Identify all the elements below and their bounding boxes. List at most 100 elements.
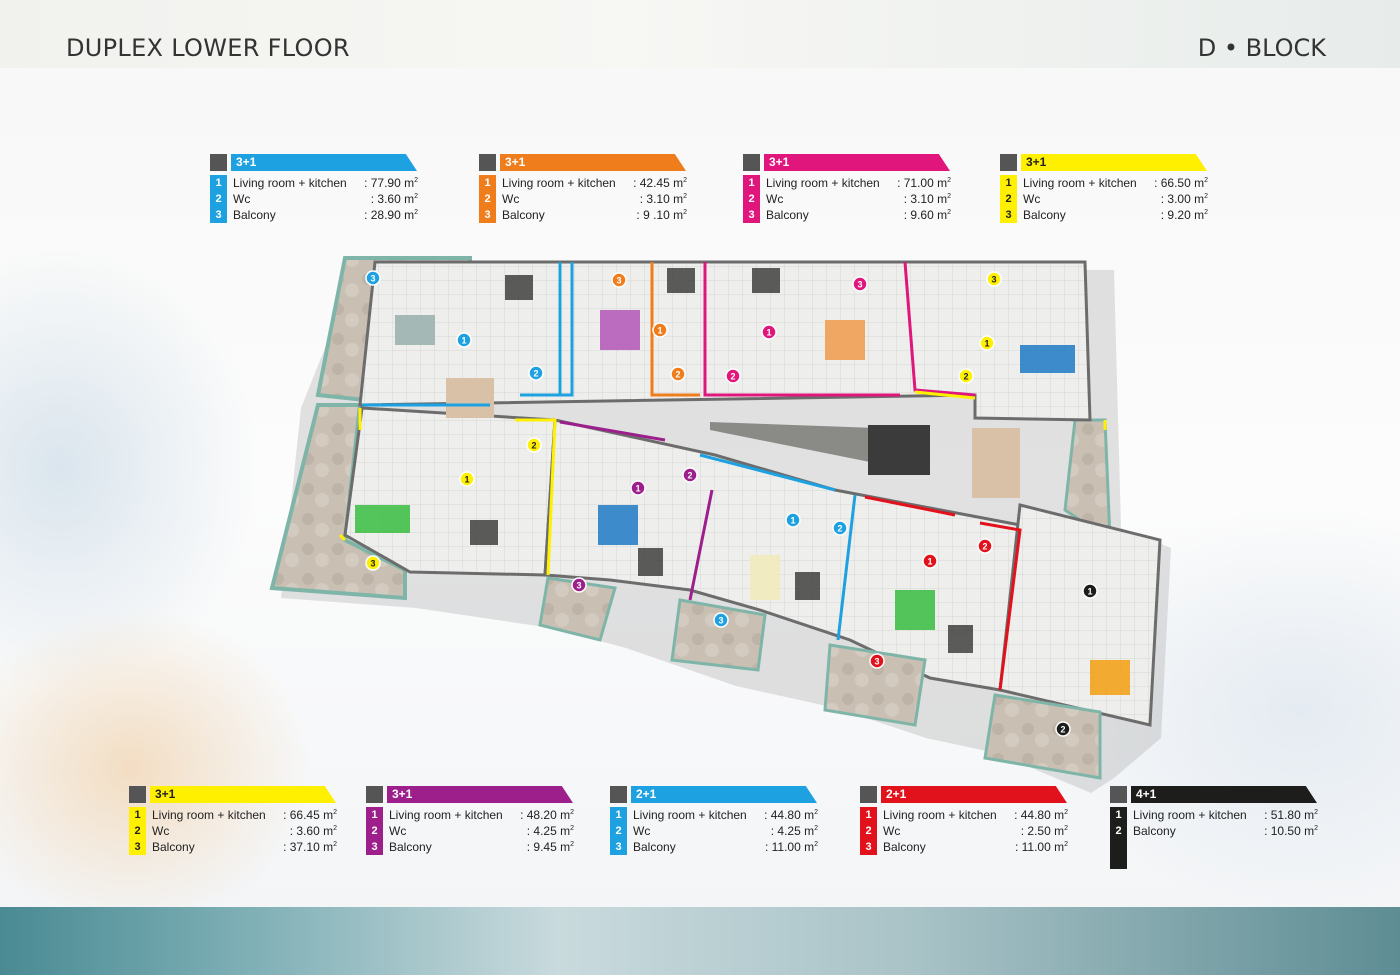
plan-marker-blue-3: 3 [365,270,381,286]
floor-left-unit [343,406,557,577]
plan-marker-label: 2 [531,441,536,451]
plan-marker-blue-1: 1 [456,332,472,348]
elevator-shaft [868,425,930,475]
legend-type: 3+1 [236,155,257,169]
legend-type: 3+1 [769,155,790,169]
plan-marker-label: 2 [963,372,968,382]
plan-marker-label: 1 [927,557,932,567]
plan-marker-purple-3: 3 [571,577,587,593]
furniture [355,268,1130,695]
plan-marker-label: 2 [982,542,987,552]
plan-marker-orange-2: 2 [670,366,686,382]
legend-swatch [210,154,227,171]
plan-marker-label: 1 [984,339,989,349]
plan-marker-label: 1 [766,328,771,338]
plan-marker-label: 3 [576,581,581,591]
plan-marker-label: 2 [533,369,538,379]
plan-marker-yellow-1: 1 [459,471,475,487]
plan-marker-blue-3: 3 [713,612,729,628]
plan-marker-label: 2 [687,471,692,481]
floor-right-unit [998,503,1162,727]
plan-marker-yellow-3: 3 [986,271,1002,287]
plan-marker-label: 3 [616,276,621,286]
plan-marker-label: 3 [874,657,879,667]
plan-marker-black-1: 1 [1082,583,1098,599]
plan-marker-blue-2: 2 [528,365,544,381]
legend-type: 3+1 [392,787,413,801]
balcony-blue [670,598,767,672]
plan-marker-orange-3: 3 [611,272,627,288]
plan-marker-label: 3 [991,275,996,285]
plan-marker-label: 3 [718,616,723,626]
balcony-purple [538,576,617,642]
legend-type: 2+1 [636,787,657,801]
balcony-black [983,693,1102,780]
plan-marker-magenta-2: 2 [725,368,741,384]
legend-type: 3+1 [155,787,176,801]
plan-marker-red-1: 1 [922,553,938,569]
plan-marker-label: 1 [635,484,640,494]
page-title: DUPLEX LOWER FLOOR [66,34,350,62]
plan-marker-label: 1 [1087,587,1092,597]
plan-marker-label: 2 [1060,725,1065,735]
plan-marker-red-3: 3 [869,653,885,669]
plan-marker-yellow-1: 1 [979,335,995,351]
plan-marker-blue-1: 1 [785,512,801,528]
plan-marker-label: 1 [790,516,795,526]
plan-marker-black-2: 2 [1055,721,1071,737]
plan-marker-orange-1: 1 [652,322,668,338]
plan-marker-label: 3 [370,274,375,284]
plan-marker-blue-2: 2 [832,520,848,536]
header-bar [0,0,1400,68]
plan-marker-magenta-1: 1 [761,324,777,340]
plan-marker-label: 2 [837,524,842,534]
footer-bar [0,907,1400,975]
plan-marker-label: 3 [857,280,862,290]
plan-marker-yellow-2: 2 [526,437,542,453]
balcony-red [823,643,927,727]
legend-type: 3+1 [1026,155,1047,169]
plan-marker-magenta-3: 3 [852,276,868,292]
plan-marker-yellow-2: 2 [958,368,974,384]
stair-left [446,378,494,418]
plan-marker-red-2: 2 [977,538,993,554]
unit-boundaries [338,261,1107,691]
plan-marker-label: 2 [675,370,680,380]
legend-type: 3+1 [505,155,526,169]
plan-marker-purple-1: 1 [630,480,646,496]
legend-type: 2+1 [886,787,907,801]
